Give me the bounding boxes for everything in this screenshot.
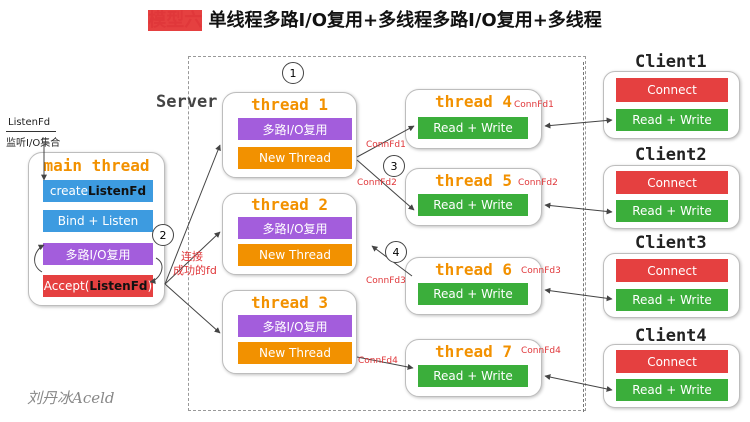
accept-fd: ListenFd [89, 279, 148, 293]
accept-step: Accept(ListenFd) [43, 275, 153, 297]
client-1-read-write: Read + Write [616, 109, 728, 131]
link-thread-4-client-1 [544, 117, 613, 129]
thread-1-new-thread: New Thread [238, 147, 352, 169]
client-3-read-write: Read + Write [616, 289, 728, 311]
connfd3-label-b: ConnFd3 [521, 266, 561, 276]
client-2-connect: Connect [616, 171, 728, 194]
client-4-connect: Connect [616, 350, 728, 373]
arrow-accept-return [149, 257, 163, 284]
thread-7-title: thread 7 [434, 342, 513, 361]
step-2-badge: 2 [152, 224, 174, 246]
arrow-mux-loop [34, 244, 45, 273]
client-4-read-write: Read + Write [616, 379, 728, 401]
arrow-thread-1-to-4 [356, 125, 415, 158]
thread-2-box: thread 2 多路I/O复用 New Thread [222, 193, 357, 275]
title-model: 模型六 [148, 10, 203, 31]
thread-4-title: thread 4 [434, 92, 513, 111]
main-thread-box: main thread create ListenFd Bind + Liste… [28, 152, 165, 306]
client-3-title: Client3 [635, 233, 707, 253]
thread-1-box: thread 1 多路I/O复用 New Thread [222, 92, 357, 178]
connfd1-label-a: ConnFd1 [366, 140, 406, 150]
create-listenfd-step: create ListenFd [43, 180, 153, 202]
arrow-main-to-thread-3 [164, 283, 221, 334]
server-label: Server [156, 92, 218, 112]
thread-1-title: thread 1 [250, 95, 329, 114]
link-thread-7-client-4 [544, 374, 613, 392]
client-4-box: Connect Read + Write [603, 344, 740, 408]
thread-7-read-write: Read + Write [418, 365, 528, 387]
thread-4-read-write: Read + Write [418, 117, 528, 139]
success-fd-line1: 连接 [181, 250, 203, 263]
listen-fd-label: ListenFd [8, 117, 51, 128]
client-1-connect: Connect [616, 78, 728, 102]
client-1-title: Client1 [635, 52, 707, 72]
client-1-box: Connect Read + Write [603, 71, 740, 139]
title-rest: 单线程多路I/O复用+多线程多路I/O复用+多线程 [202, 10, 602, 31]
thread-6-title: thread 6 [434, 260, 513, 279]
thread-5-box: thread 5 Read + Write [405, 168, 542, 226]
thread-5-read-write: Read + Write [418, 194, 528, 216]
client-3-connect: Connect [616, 259, 728, 282]
arrow-thread-3-to-7 [356, 356, 414, 370]
step-1-badge: 1 [282, 62, 304, 84]
thread-3-title: thread 3 [250, 293, 329, 312]
link-thread-5-client-2 [544, 202, 613, 215]
thread-3-box: thread 3 多路I/O复用 New Thread [222, 290, 357, 374]
server-region [188, 56, 586, 411]
thread-6-read-write: Read + Write [418, 283, 528, 305]
main-thread-title: main thread [43, 156, 150, 175]
connfd4-label-a: ConnFd4 [358, 356, 398, 366]
thread-3-mux: 多路I/O复用 [238, 315, 352, 337]
arrow-main-to-thread-1 [164, 144, 221, 285]
client-4-title: Client4 [635, 326, 707, 346]
thread-7-box: thread 7 Read + Write [405, 339, 542, 397]
connfd3-label-a: ConnFd3 [366, 276, 406, 286]
main-mux-step: 多路I/O复用 [43, 243, 153, 265]
success-fd-line2: 成功的fd [173, 264, 217, 277]
listen-divider [6, 131, 56, 132]
thread-4-box: thread 4 Read + Write [405, 89, 542, 149]
thread-6-box: thread 6 Read + Write [405, 257, 542, 315]
client-2-box: Connect Read + Write [603, 165, 740, 229]
bind-listen-step: Bind + Listen [43, 210, 153, 232]
thread-2-mux: 多路I/O复用 [238, 217, 352, 239]
step-4-badge: 4 [385, 241, 407, 263]
link-thread-6-client-3 [544, 287, 613, 302]
thread-1-mux: 多路I/O复用 [238, 118, 352, 140]
client-separator [583, 62, 584, 412]
connfd2-label-b: ConnFd2 [518, 178, 558, 188]
connfd2-label-a: ConnFd2 [357, 178, 397, 188]
client-2-read-write: Read + Write [616, 200, 728, 222]
create-prefix: create [49, 184, 88, 198]
arrow-thread-1-to-5 [356, 159, 415, 211]
thread-2-title: thread 2 [250, 195, 329, 214]
create-fd: ListenFd [87, 184, 147, 198]
connfd4-label-b: ConnFd4 [521, 346, 561, 356]
watermark: 刘丹冰Aceld [27, 389, 115, 407]
thread-5-title: thread 5 [434, 171, 513, 190]
step-3-badge: 3 [383, 155, 405, 177]
diagram-title: 模型六 单线程多路I/O复用+多线程多路I/O复用+多线程 [0, 6, 750, 32]
thread-2-new-thread: New Thread [238, 244, 352, 266]
connfd1-label-b: ConnFd1 [514, 100, 554, 110]
arrow-main-to-thread-2 [164, 231, 221, 285]
thread-3-new-thread: New Thread [238, 342, 352, 364]
accept-suffix: ) [147, 279, 153, 293]
accept-prefix: Accept( [43, 279, 90, 293]
listen-set-label: 监听I/O集合 [6, 138, 61, 149]
client-3-box: Connect Read + Write [603, 253, 740, 318]
client-2-title: Client2 [635, 145, 707, 165]
